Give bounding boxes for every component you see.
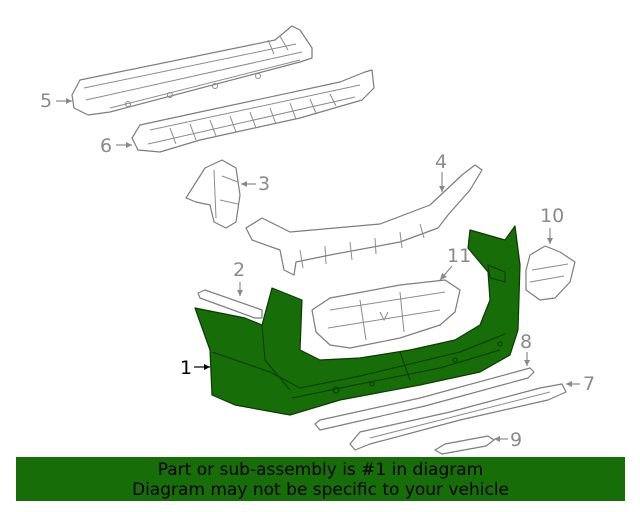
part-1-bumper-cover [194, 225, 521, 416]
part-7-trim-strip [349, 383, 567, 451]
callout-5-label: 5 [40, 90, 52, 112]
callout-4: 4 [435, 151, 447, 192]
callout-2-label: 2 [233, 259, 245, 281]
callout-7-label: 7 [583, 373, 595, 395]
part-10-side-bracket [525, 245, 576, 301]
callout-8-label: 8 [520, 331, 532, 353]
callout-6: 6 [100, 135, 132, 157]
info-banner: Part or sub-assembly is #1 in diagram Di… [16, 457, 625, 501]
callout-9: 9 [494, 429, 522, 451]
callout-4-label: 4 [435, 151, 447, 173]
part-5-reinforcement-beam [71, 25, 313, 116]
callout-3-label: 3 [258, 173, 270, 195]
parts-diagram: 5 6 3 4 2 [40, 25, 595, 455]
part-8-lower-molding [314, 367, 535, 431]
callout-3: 3 [241, 173, 270, 195]
callout-2: 2 [233, 259, 245, 296]
callout-10-label: 10 [540, 205, 564, 227]
part-3-bracket [185, 159, 241, 229]
callout-7: 7 [566, 373, 595, 395]
callout-11-label: 11 [447, 245, 471, 267]
callout-1: 1 [180, 357, 210, 379]
part-6-energy-absorber [131, 69, 375, 153]
part-11-lower-tray [311, 279, 461, 349]
part-9-small-trim [434, 435, 495, 455]
part-4-upper-support [245, 164, 483, 276]
banner-line-2: Diagram may not be specific to your vehi… [131, 480, 509, 500]
callout-5: 5 [40, 90, 72, 112]
callout-8: 8 [520, 331, 532, 366]
callout-1-label: 1 [180, 357, 192, 379]
callout-11: 11 [439, 245, 471, 281]
callout-10: 10 [540, 205, 564, 244]
part-2-strip [197, 289, 263, 319]
callout-6-label: 6 [100, 135, 112, 157]
callout-9-label: 9 [510, 429, 522, 451]
banner-line-1: Part or sub-assembly is #1 in diagram [157, 460, 484, 480]
